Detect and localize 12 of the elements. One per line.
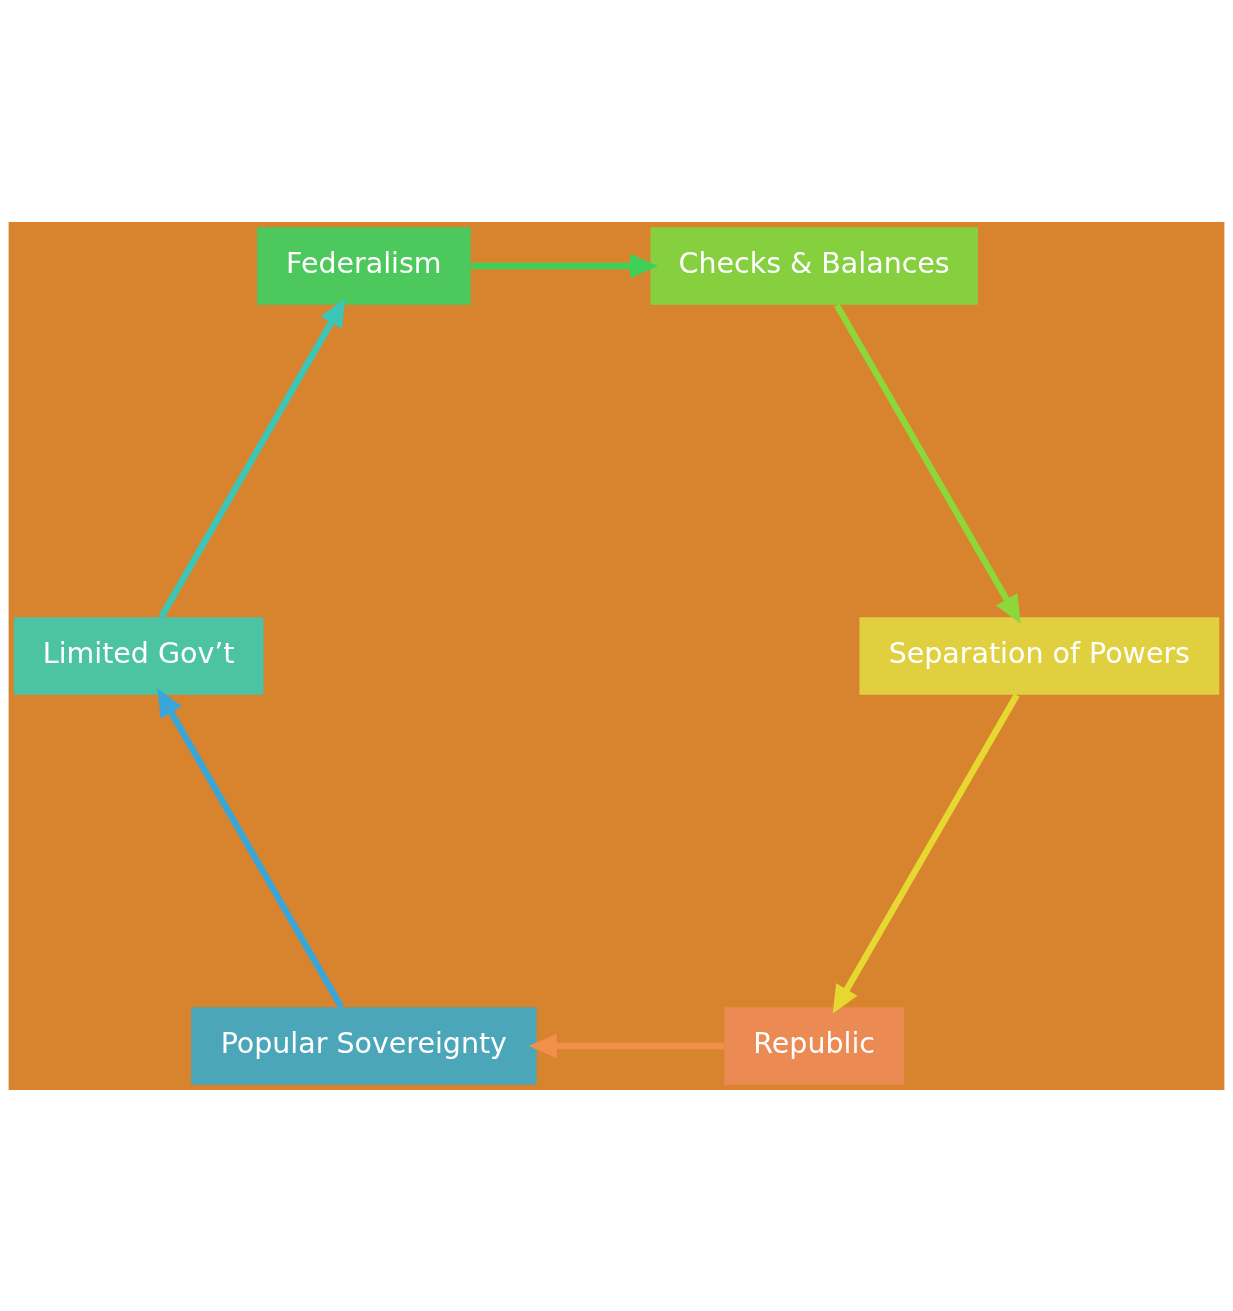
arrow: [528, 1033, 725, 1058]
node-box: Checks & Balances: [650, 226, 978, 305]
arrow: [157, 687, 344, 1008]
node-box: Popular Sovereignty: [191, 1006, 537, 1085]
arrow: [834, 303, 1021, 624]
arrow: [832, 693, 1020, 1014]
arrow: [471, 253, 659, 278]
node-box: Separation of Powers: [859, 616, 1220, 695]
node-box: Limited Gov’t: [13, 616, 264, 695]
node-box: Republic: [724, 1006, 905, 1085]
arrow: [158, 297, 346, 618]
node-box: Federalism: [257, 226, 471, 305]
